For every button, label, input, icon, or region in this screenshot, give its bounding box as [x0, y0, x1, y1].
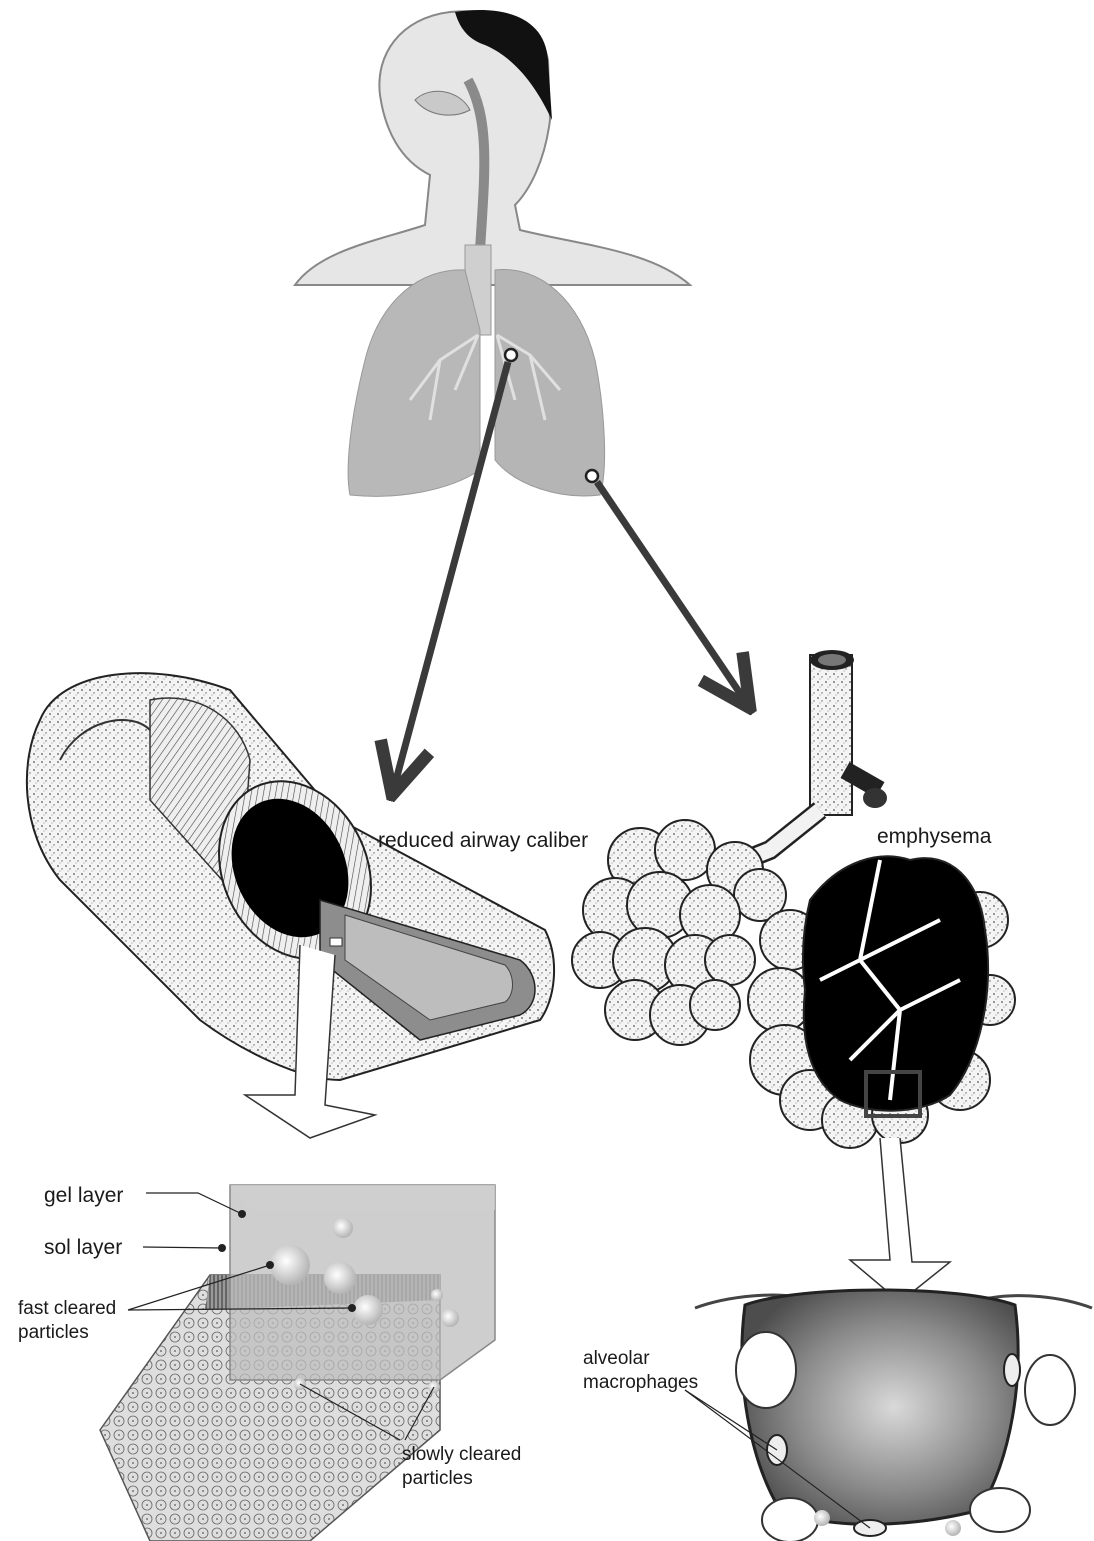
label-sol-layer: sol layer — [44, 1236, 122, 1260]
macrophage-3 — [1004, 1354, 1020, 1386]
label-alv-line2: macrophages — [583, 1371, 698, 1395]
label-emphysema: emphysema — [877, 825, 991, 849]
label-alv-line1: alveolar — [583, 1347, 698, 1371]
label-alveolar-macrophages: alveolar macrophages — [583, 1347, 698, 1395]
particle-fast-2 — [324, 1262, 356, 1294]
label-reduced-airway-caliber: reduced airway caliber — [378, 829, 588, 853]
alveolus-icon — [685, 1290, 1092, 1541]
label-fast-line1: fast cleared — [18, 1297, 116, 1321]
arrow-to-alveoli — [597, 482, 750, 708]
hollow-arrow-right — [850, 1138, 950, 1302]
alveolar-sac — [572, 650, 1015, 1148]
airway-tube — [27, 673, 554, 1080]
label-fast-line2: particles — [18, 1321, 116, 1345]
label-slow-line1: slowly cleared — [402, 1443, 521, 1467]
human-figure — [295, 10, 690, 335]
particle-fast-3 — [353, 1295, 383, 1325]
label-fast-cleared-particles: fast cleared particles — [18, 1297, 116, 1345]
particle-fast-1 — [270, 1245, 310, 1285]
label-gel-layer: gel layer — [44, 1184, 123, 1208]
label-slowly-cleared-particles: slowly cleared particles — [402, 1443, 521, 1491]
label-slow-line2: particles — [402, 1467, 521, 1491]
